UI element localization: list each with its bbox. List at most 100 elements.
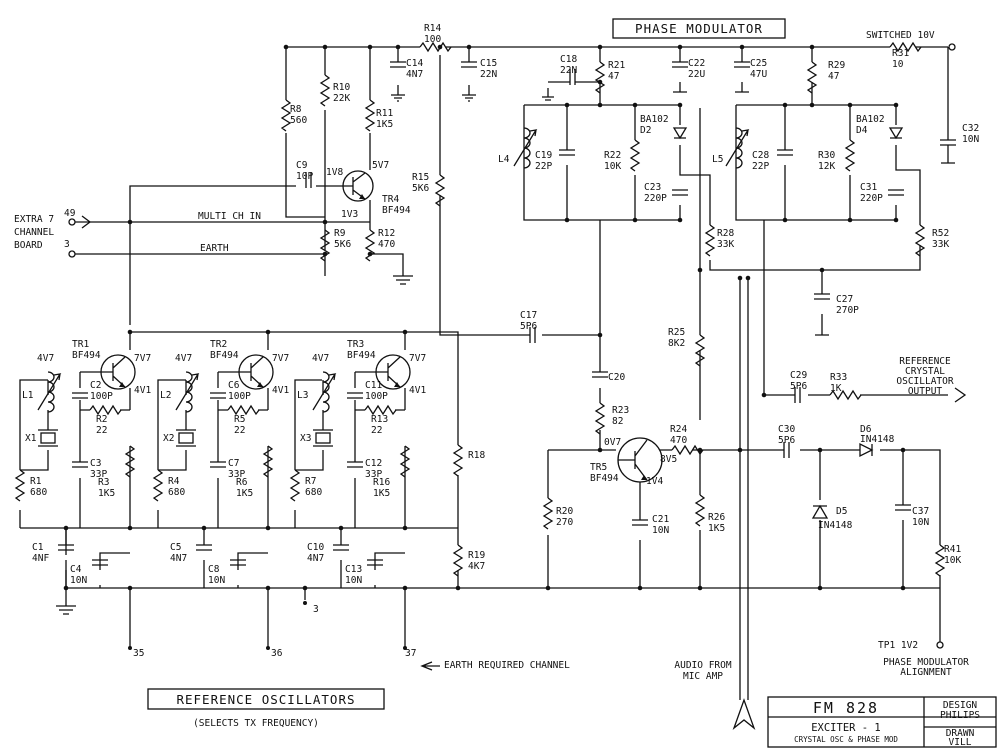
label-r6: R6	[236, 477, 248, 488]
junction-dot	[597, 332, 603, 338]
junction-dot	[677, 217, 683, 223]
voltage-tr5-emitter: 1V4	[646, 476, 663, 487]
value-r6: 1K5	[236, 488, 253, 499]
value-r24: 470	[670, 435, 687, 446]
diode-value-d6: IN4148	[860, 434, 895, 445]
crystal-x2: X2	[163, 429, 196, 447]
drawn-value: VILL	[949, 737, 972, 748]
value-r30: 12K	[818, 161, 835, 172]
voltage-tr3-emitter: 4V1	[409, 385, 426, 396]
value-c1: 4NF	[32, 553, 49, 564]
pin-36: 36	[271, 648, 283, 659]
label-r18: R18	[468, 450, 485, 461]
junction-dot	[737, 447, 743, 453]
junction-dot	[597, 79, 603, 85]
junction-dot	[545, 585, 551, 591]
junction-dot	[367, 251, 373, 257]
label-l3: L3	[297, 390, 308, 401]
label-c9: C9	[296, 160, 308, 171]
value-c32: 10N	[962, 134, 979, 145]
value-r9: 5K6	[334, 239, 351, 250]
value-r11: 1K5	[376, 119, 393, 130]
value-r3: 1K5	[98, 488, 115, 499]
label-c17: C17	[520, 310, 537, 321]
voltage-tr4-emitter: 1V3	[341, 209, 358, 220]
voltage-tr4-base: 1V8	[326, 167, 343, 178]
pm-alignment-label-2: ALIGNMENT	[900, 667, 952, 678]
label-r23: R23	[612, 405, 629, 416]
junction-dot	[437, 44, 443, 50]
junction-dot	[677, 44, 683, 50]
junction-dot	[283, 44, 289, 50]
value-c2: 100P	[90, 391, 113, 402]
value-r21: 47	[608, 71, 619, 82]
label-r41: R41	[944, 544, 961, 555]
label-x1: X1	[25, 433, 37, 444]
junction-dot	[63, 525, 69, 531]
sheet-subtitle: CRYSTAL OSC & PHASE MOD	[794, 735, 898, 744]
value-c19: 22P	[535, 161, 552, 172]
junction-dot	[819, 267, 825, 273]
label-r52: R52	[932, 228, 949, 239]
label-r11: R11	[376, 108, 393, 119]
junction-dot	[900, 585, 906, 591]
value-r23: 82	[612, 416, 623, 427]
junction-dot	[302, 585, 308, 591]
junction-dot	[127, 525, 133, 531]
value-r31: 10	[892, 59, 904, 70]
junction-dot	[265, 329, 271, 335]
label-r25: R25	[668, 327, 685, 338]
type-tr1: BF494	[72, 350, 101, 361]
label-l2: L2	[160, 390, 171, 401]
inductor-l4: L4	[498, 127, 538, 169]
value-r28: 33K	[717, 239, 734, 250]
diode-value-d2: D2	[640, 125, 651, 136]
selects-tx-note: (SELECTS TX FREQUENCY)	[193, 718, 319, 729]
junction-dot	[597, 102, 603, 108]
value-c21: 10N	[652, 525, 669, 536]
design-value: PHILIPS	[940, 710, 980, 721]
diode-label-d2: BA102	[640, 114, 669, 125]
extra-board-label-3: BOARD	[14, 240, 43, 251]
value-r12: 470	[378, 239, 395, 250]
junction-dot	[677, 102, 683, 108]
label-tr5: TR5	[590, 462, 607, 473]
junction-dot	[782, 217, 788, 223]
label-r33: R33	[830, 372, 847, 383]
label-r5: R5	[234, 414, 245, 425]
junction-dot	[265, 525, 271, 531]
extra-board-label-1: EXTRA 7	[14, 214, 54, 225]
type-tr5: BF494	[590, 473, 619, 484]
junction-dot	[338, 525, 344, 531]
label-r3: R3	[98, 477, 109, 488]
label-r26: R26	[708, 512, 725, 523]
label-c18: C18	[560, 54, 577, 65]
value-c3: 33P	[90, 469, 107, 480]
junction-dot	[597, 44, 603, 50]
junction-dot	[697, 267, 703, 273]
label-r22: R22	[604, 150, 621, 161]
label-c12: C12	[365, 458, 382, 469]
inductor-l2: L2	[160, 371, 200, 413]
value-r29: 47	[828, 71, 839, 82]
diode-value-d5: IN4148	[818, 520, 853, 531]
earth-required-label: EARTH REQUIRED CHANNEL	[444, 660, 570, 671]
junction-dot	[201, 525, 207, 531]
